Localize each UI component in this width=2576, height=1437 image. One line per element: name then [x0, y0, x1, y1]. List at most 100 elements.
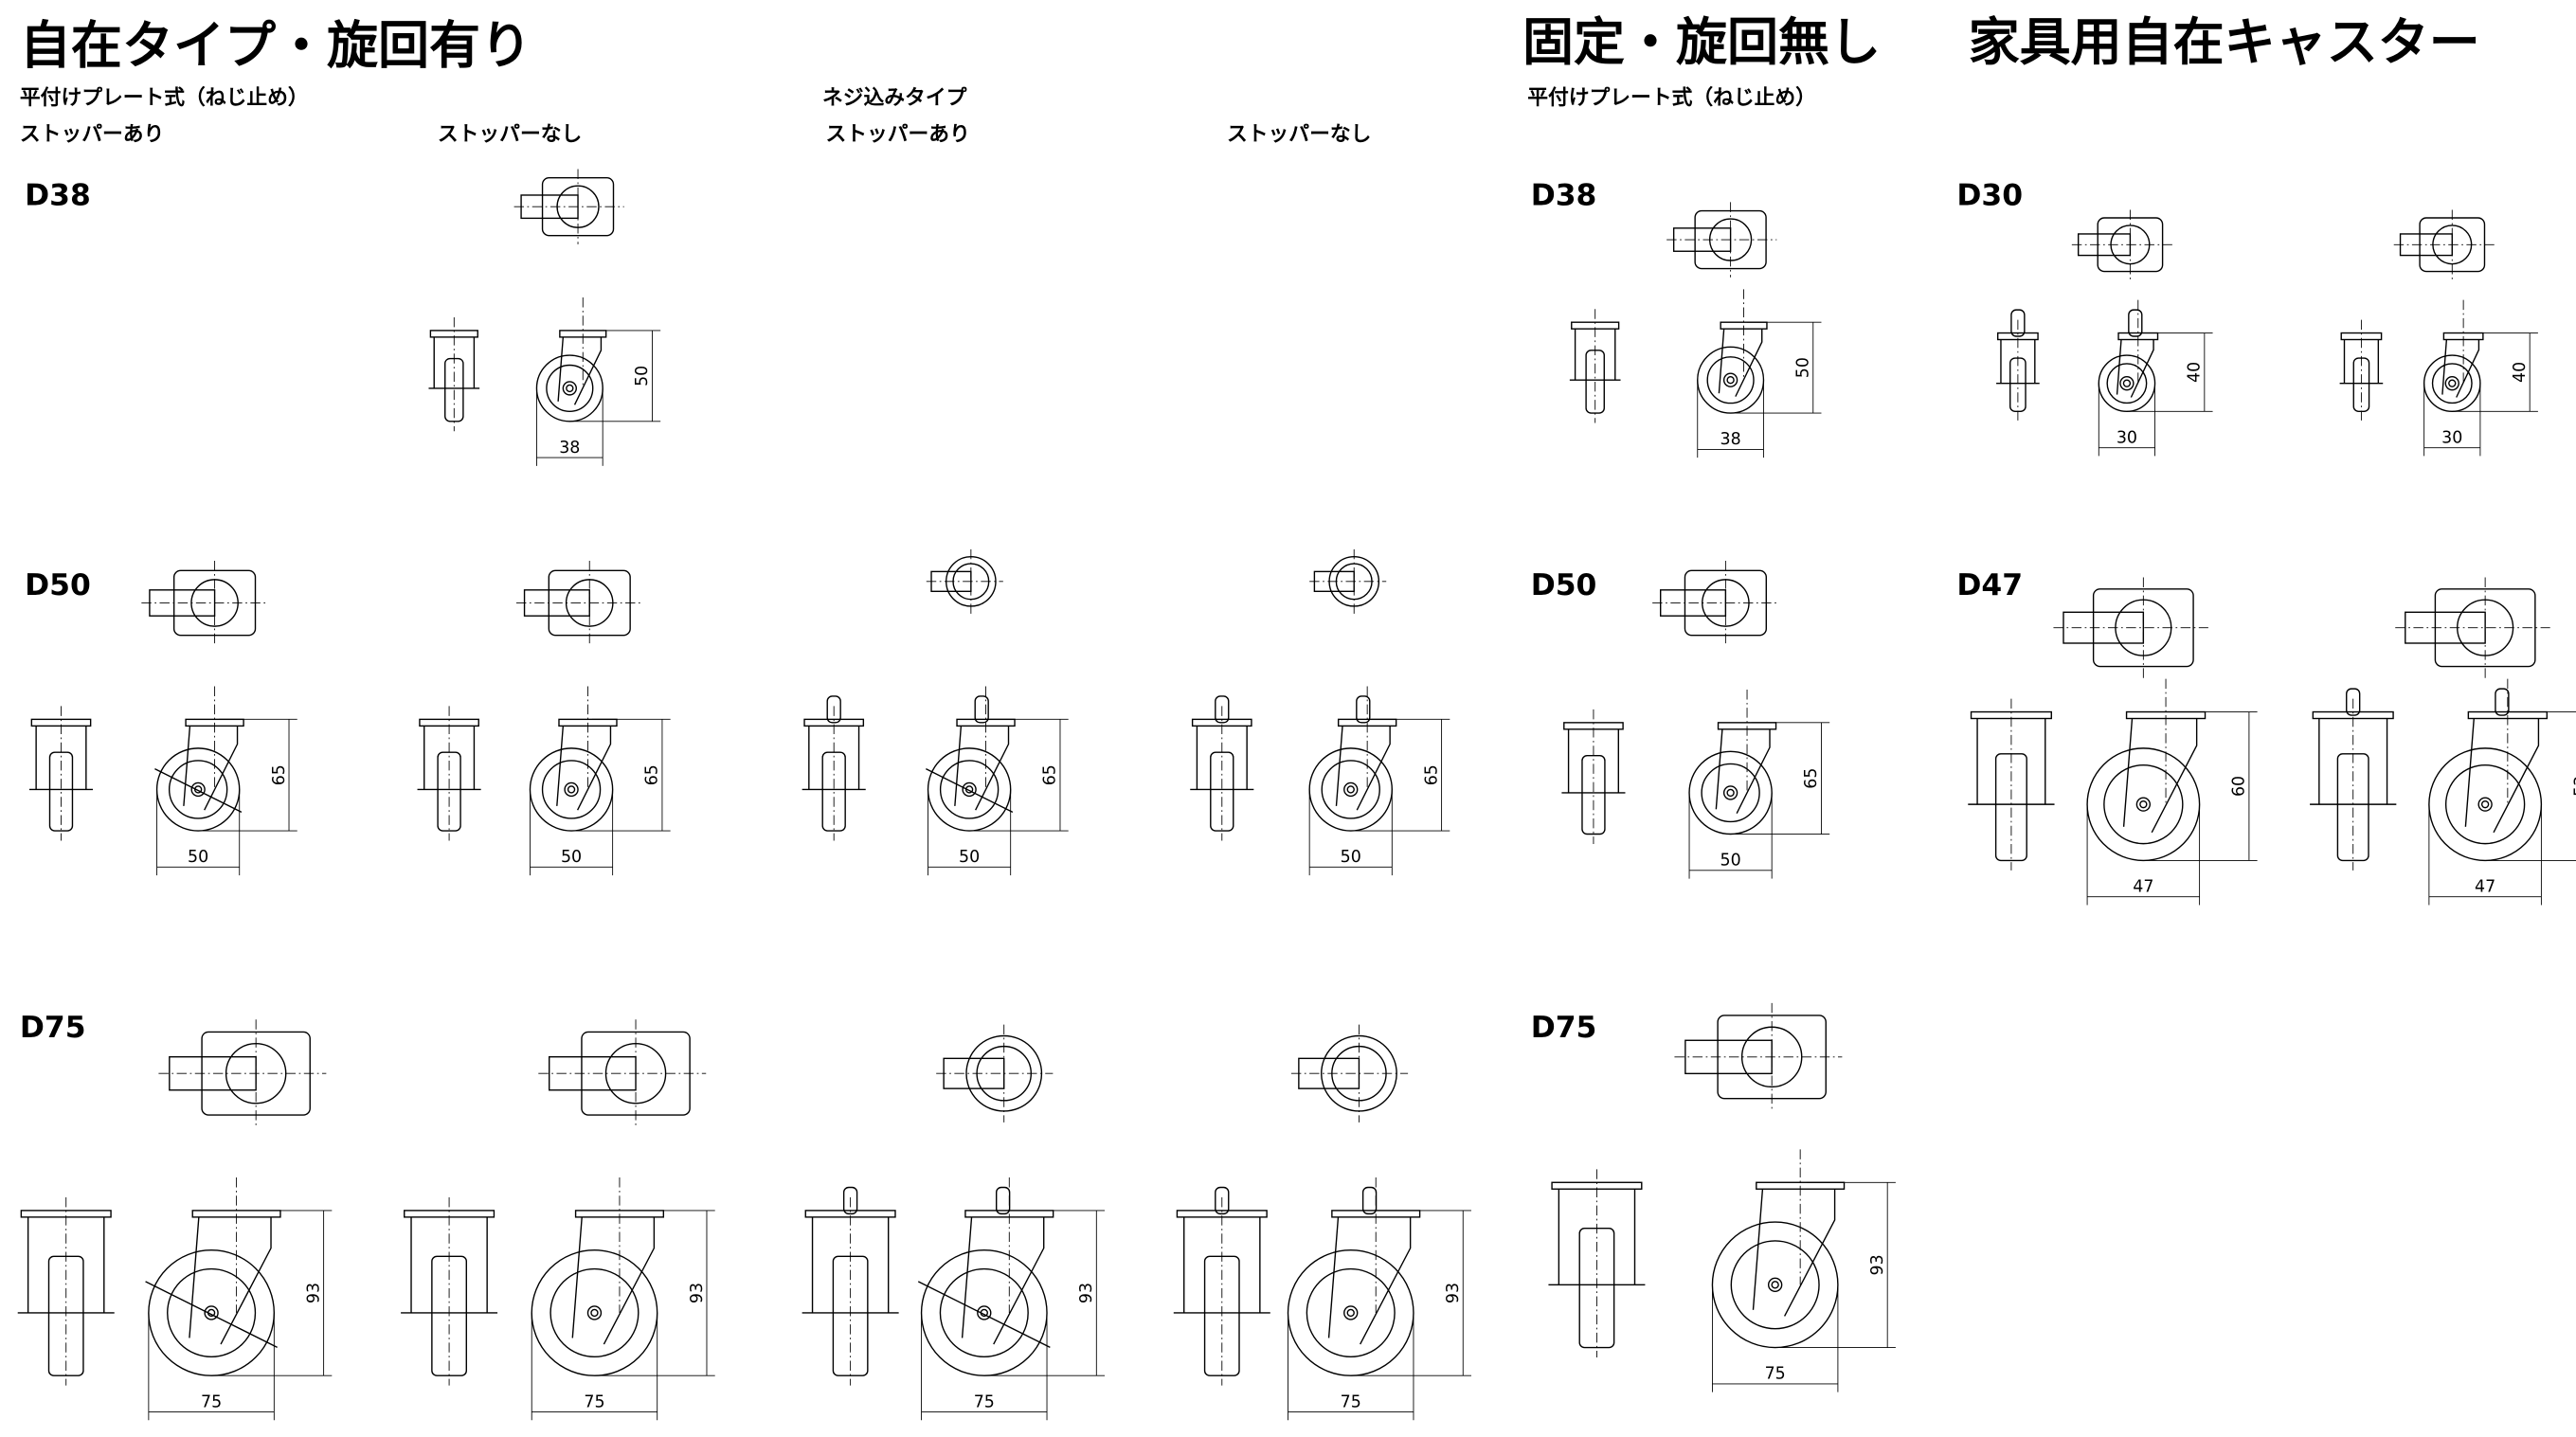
top-view — [936, 1024, 1054, 1123]
top-view — [538, 1019, 707, 1128]
column-plate-stopper: ストッパーあり — [20, 122, 164, 146]
threaded-stem — [2128, 309, 2143, 337]
width-dimension: 30 — [2117, 428, 2137, 447]
fork — [1567, 728, 1620, 793]
height-dimension: 53 — [2571, 776, 2576, 797]
height-dimension: 65 — [1041, 764, 1060, 785]
axle-nut — [2477, 797, 2493, 812]
wheel-hub-ring — [939, 1267, 1029, 1358]
fixed-row-label-d50: D50 — [1531, 568, 1597, 602]
threaded-stem — [2346, 688, 2361, 716]
height-dimension: 93 — [688, 1283, 707, 1303]
wheel-hub-ring — [2106, 363, 2148, 404]
furniture-title: 家具用自在キャスター — [1969, 12, 2480, 72]
axle — [2480, 799, 2490, 809]
caster-drawings: 5038655065506550655093759375937593755038… — [17, 169, 2576, 1421]
width-dimension: 38 — [1720, 430, 1741, 449]
fork — [423, 726, 476, 790]
side-view: 93 75 — [531, 1177, 715, 1421]
wheel-hub-ring — [167, 1267, 257, 1358]
width-dimension: 50 — [1341, 848, 1361, 867]
top-view — [1666, 202, 1777, 278]
height-dimension: 65 — [270, 764, 289, 785]
wheel-hub-ring — [2103, 763, 2184, 845]
axle — [1726, 376, 1735, 385]
height-dimension: 65 — [643, 764, 662, 785]
height-dimension: 65 — [1422, 764, 1441, 785]
width-dimension: 75 — [584, 1392, 604, 1411]
caster-swivel-d50: 65 50 — [28, 561, 297, 876]
width-dimension: 75 — [201, 1392, 222, 1411]
top-view — [1309, 548, 1387, 614]
front-view — [401, 1196, 498, 1386]
threaded-stem — [1215, 695, 1230, 724]
column-screw-no-stopper: ストッパーなし — [1227, 122, 1371, 146]
width-dimension: 30 — [2441, 428, 2462, 447]
axle — [566, 384, 574, 393]
axle-nut — [1343, 781, 1359, 798]
front-view — [1190, 695, 1254, 841]
column-screw-stopper: ストッパーあり — [825, 122, 969, 146]
height-dimension: 93 — [1077, 1283, 1096, 1303]
height-dimension: 40 — [2186, 362, 2205, 383]
top-view — [1652, 561, 1779, 645]
fork — [808, 726, 860, 790]
threaded-stem — [826, 695, 841, 724]
fork — [811, 1216, 890, 1313]
threaded-stem — [995, 1186, 1011, 1215]
threaded-stem — [2495, 688, 2510, 716]
axle — [1346, 785, 1355, 794]
wheel-hub-ring — [2431, 363, 2473, 404]
axle — [2139, 799, 2148, 809]
axle — [567, 785, 576, 794]
top-view — [926, 548, 1003, 614]
fork — [1574, 329, 1616, 381]
top-view — [2393, 209, 2495, 280]
fork-bracket — [2441, 339, 2480, 398]
fork — [1183, 1216, 1261, 1313]
fork-bracket — [557, 336, 603, 405]
fork — [2000, 339, 2036, 384]
fork — [410, 1216, 488, 1313]
threaded-stem — [842, 1186, 858, 1215]
fork-bracket — [189, 1216, 272, 1345]
wheel-hub-ring — [1730, 1240, 1820, 1330]
wheel-hub-ring — [1701, 763, 1760, 823]
front-view — [1968, 698, 2055, 871]
axle-nut — [1768, 1277, 1783, 1293]
top-view — [1674, 1002, 1843, 1111]
top-view — [2395, 577, 2550, 678]
axle — [2122, 379, 2132, 387]
stopper-lever — [145, 1281, 278, 1349]
axle-nut — [562, 381, 577, 396]
wheel-hub-ring — [1321, 760, 1380, 819]
swivel-screw-type: ネジ込みタイプ — [822, 86, 967, 110]
fork — [27, 1216, 105, 1313]
width-dimension: 75 — [1341, 1392, 1361, 1411]
fork-bracket — [2122, 718, 2198, 834]
row-label-d75: D75 — [20, 1011, 86, 1045]
threaded-stem — [1356, 695, 1371, 724]
top-view — [1290, 1024, 1409, 1123]
front-view — [1173, 1186, 1270, 1386]
front-view — [417, 706, 481, 841]
width-dimension: 50 — [188, 848, 208, 867]
top-view — [2053, 577, 2208, 678]
axle-nut — [564, 781, 579, 798]
axle-nut — [1343, 1305, 1359, 1320]
fork — [2343, 339, 2380, 384]
furniture-row-label-d47: D47 — [1956, 568, 2023, 602]
threaded-stem — [2010, 309, 2026, 337]
fork — [2318, 718, 2388, 805]
threaded-stem — [1215, 1186, 1230, 1215]
axle-nut — [586, 1305, 603, 1320]
axle-nut — [190, 781, 206, 798]
